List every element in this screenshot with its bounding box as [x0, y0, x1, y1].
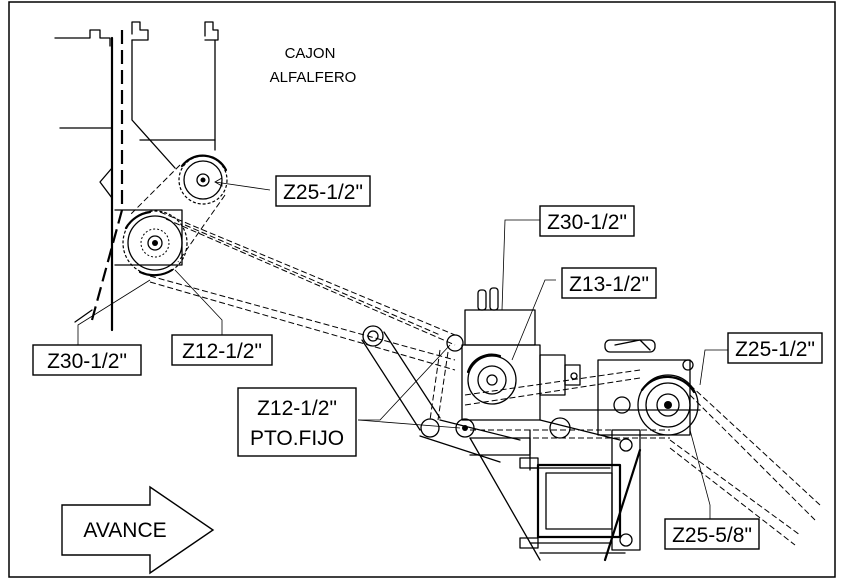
avance-arrow-icon — [61, 485, 215, 575]
label-z30-top: Z30-1/2" — [547, 211, 627, 234]
label-z25-right: Z25-1/2" — [735, 338, 815, 361]
avance-label: AVANCE — [83, 519, 166, 542]
sprocket-z25-hopper — [178, 154, 228, 205]
callout-box-z12-left — [171, 334, 273, 366]
callout-box-z25-58 — [664, 518, 760, 550]
label-z12-left: Z12-1/2" — [182, 340, 262, 363]
callout-box-z30-top — [539, 205, 635, 237]
label-z13: Z13-1/2" — [569, 273, 649, 296]
label-z25-top: Z25-1/2" — [283, 181, 363, 204]
tensioner-arm — [361, 325, 521, 463]
label-z12-fijo-line1: Z12-1/2" — [257, 397, 337, 420]
mounting-bracket — [469, 417, 642, 562]
callout-box-z13 — [561, 267, 657, 299]
gearbox — [446, 287, 581, 438]
hopper-body — [54, 21, 219, 332]
cajon-label-line2: ALFALFERO — [270, 69, 357, 86]
label-z12-fijo-line2: PTO.FIJO — [250, 427, 344, 450]
label-z25-58: Z25-5/8" — [672, 524, 752, 547]
callout-box-z12-fijo — [237, 387, 357, 457]
right-drive-assembly — [559, 339, 701, 436]
sprocket-z30-z12-hopper — [122, 210, 188, 277]
label-z30-left: Z30-1/2" — [47, 350, 127, 373]
chain-lines — [129, 164, 821, 546]
callout-box-z30-left — [32, 344, 142, 376]
drawing-frame — [8, 1, 836, 578]
callout-box-z25-top — [275, 175, 371, 207]
cajon-label-line1: CAJON — [285, 45, 336, 62]
callout-box-z25-right — [727, 332, 823, 364]
leader-lines — [77, 177, 730, 520]
